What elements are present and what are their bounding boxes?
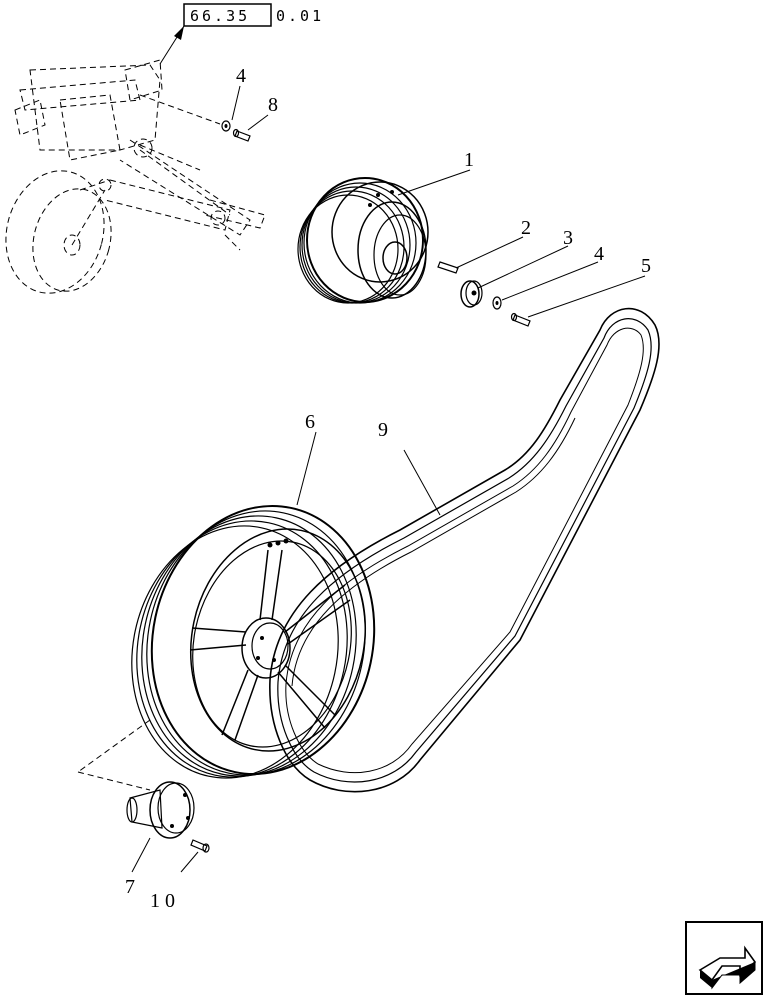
leader-lines	[131, 85, 646, 873]
frame-assembly-phantom	[5, 59, 266, 294]
part-4-washer-lower	[492, 296, 502, 310]
part-2-key	[437, 261, 459, 274]
part-9-belt	[269, 307, 660, 793]
part-4-washer-upper	[221, 120, 231, 132]
callout-2: 2	[521, 217, 531, 239]
part-7-hub-bushing	[126, 781, 195, 839]
callout-4-upper: 4	[236, 65, 246, 87]
reference-suffix-text: 0.01	[276, 7, 324, 25]
part-10-bolt	[190, 839, 210, 853]
callout-5: 5	[641, 255, 651, 277]
return-arrow-icon[interactable]	[685, 921, 763, 995]
callout-7: 7	[125, 876, 135, 898]
callout-8: 8	[268, 94, 278, 116]
reference-link[interactable]: 66.35 0.01	[159, 3, 324, 65]
part-5-bolt	[510, 312, 531, 327]
callout-3: 3	[563, 227, 573, 249]
part-8-bolt	[232, 128, 251, 142]
part-6-driven-pulley	[77, 504, 376, 791]
callout-10: 1 0	[150, 890, 175, 912]
part-1-drive-pulley	[297, 177, 429, 304]
callout-1: 1	[464, 149, 474, 171]
reference-boxed-text: 66.35	[190, 7, 250, 25]
callout-4-lower: 4	[594, 243, 604, 265]
callout-9: 9	[378, 419, 388, 441]
part-3-cap-washer	[460, 280, 483, 308]
callout-6: 6	[305, 411, 315, 433]
